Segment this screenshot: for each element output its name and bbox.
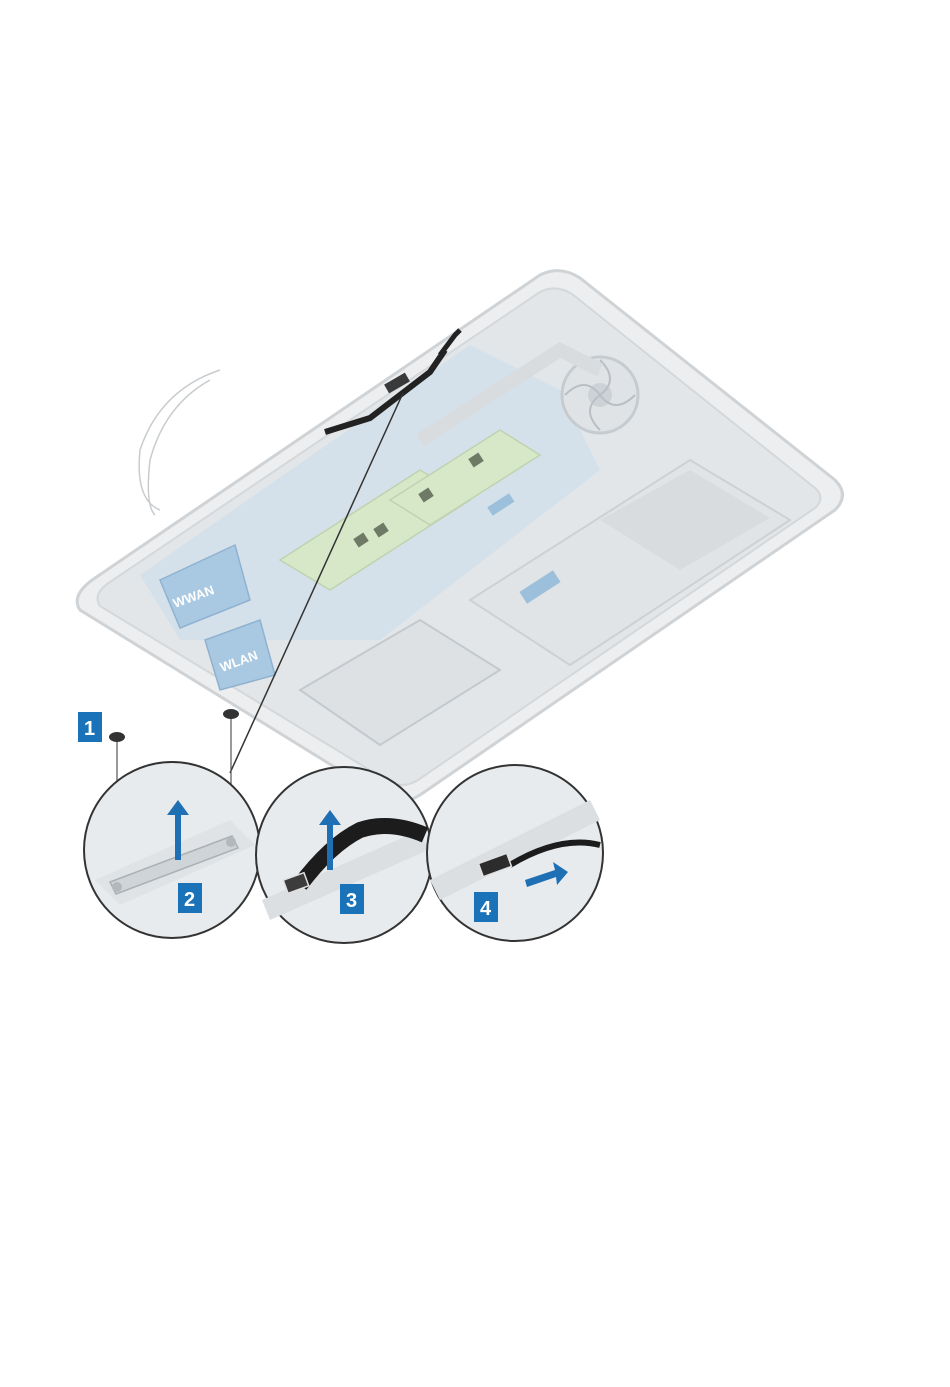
svg-text:1: 1 bbox=[84, 718, 95, 740]
callout-2: 2 bbox=[178, 883, 202, 913]
antenna-wires bbox=[139, 370, 220, 515]
callout-4: 4 bbox=[474, 892, 498, 922]
svg-text:2: 2 bbox=[184, 889, 195, 911]
zoom-circle-bracket bbox=[84, 762, 260, 938]
laptop-base: WWAN WLAN bbox=[77, 271, 842, 802]
zoom-circle-connector bbox=[427, 765, 603, 941]
zoom-circle-tape bbox=[256, 767, 432, 943]
callout-1: 1 bbox=[78, 712, 102, 742]
svg-text:3: 3 bbox=[346, 890, 357, 912]
callout-3: 3 bbox=[340, 884, 364, 914]
svg-text:4: 4 bbox=[480, 898, 492, 920]
